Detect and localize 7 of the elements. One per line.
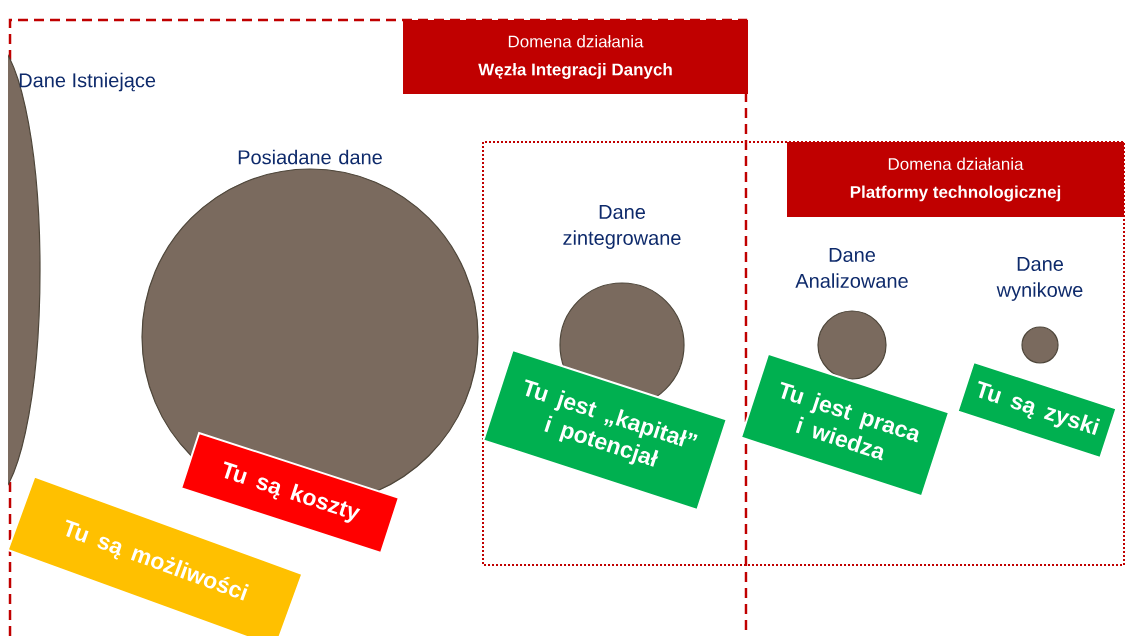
domain-header: Domena działania Platformy technologicznej	[787, 142, 1124, 217]
data-label: Posiadane dane	[238, 149, 382, 165]
data-label: Dane zintegrowane	[563, 205, 681, 249]
domain-header: Domena działania Węzła Integracji Danych	[403, 20, 748, 94]
data-label: Dane Istniejące	[19, 72, 156, 92]
data-label: Dane Analizowane	[795, 248, 908, 288]
data-label: Dane wynikowe	[996, 257, 1083, 301]
